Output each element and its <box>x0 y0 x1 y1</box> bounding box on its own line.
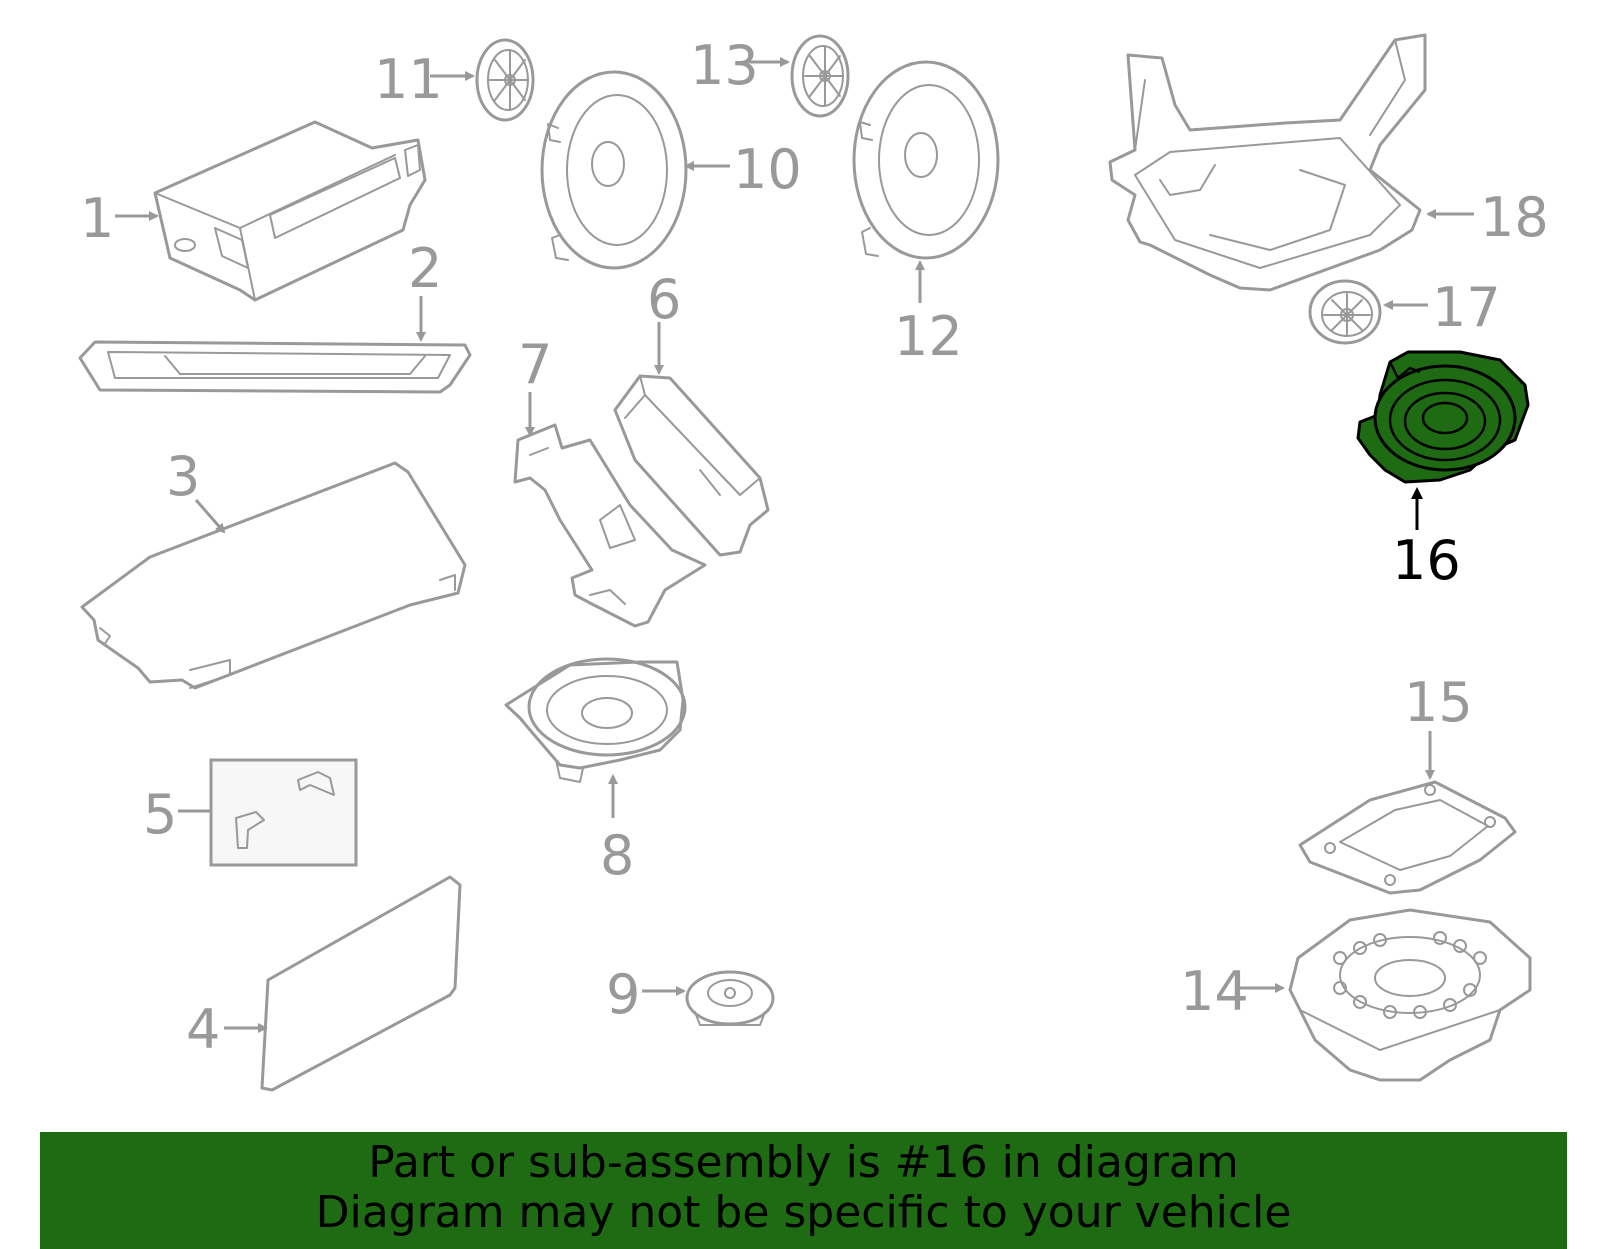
callout-2: 2 <box>408 237 442 300</box>
callout-16: 16 <box>1392 529 1461 592</box>
callout-17: 17 <box>1432 276 1501 339</box>
banner-line-2: Diagram may not be specific to your vehi… <box>315 1187 1292 1238</box>
callout-14: 14 <box>1180 960 1249 1023</box>
part-4-display-panel <box>260 875 462 1092</box>
part-1-head-unit <box>153 120 427 302</box>
callout-7: 7 <box>518 333 552 396</box>
part-5-clips-kit <box>209 758 358 867</box>
part-17-tweeter-grille <box>1308 279 1382 345</box>
callout-11: 11 <box>374 48 443 111</box>
callout-8: 8 <box>600 824 634 887</box>
callout-1: 1 <box>80 187 114 250</box>
part-8-midrange-speaker <box>504 657 687 783</box>
part-7-bracket <box>513 423 707 628</box>
part-11-tweeter-grille <box>475 38 535 122</box>
callout-12: 12 <box>894 305 963 368</box>
callout-4: 4 <box>186 998 220 1061</box>
callout-18: 18 <box>1480 186 1549 249</box>
part-16-speaker-highlighted <box>1356 350 1530 484</box>
part-18-speaker-bracket <box>1108 33 1427 292</box>
callout-9: 9 <box>606 963 640 1026</box>
part-10-door-speaker <box>540 70 688 270</box>
part-15-gasket <box>1298 780 1517 895</box>
part-6-amplifier-module <box>613 374 770 557</box>
info-banner: Part or sub-assembly is #16 in diagram D… <box>40 1132 1567 1249</box>
part-12-door-speaker <box>852 60 1000 260</box>
part-14-subwoofer <box>1288 908 1532 1082</box>
callout-5: 5 <box>143 783 177 846</box>
part-2-trim-strip <box>78 340 472 394</box>
banner-line-1: Part or sub-assembly is #16 in diagram <box>368 1137 1239 1188</box>
callout-3: 3 <box>166 445 200 508</box>
parts-diagram: 1 2 3 4 5 6 7 <box>78 33 1549 1092</box>
callout-10: 10 <box>733 138 802 201</box>
part-3-display-cover <box>80 461 467 690</box>
part-13-tweeter-grille <box>790 34 850 118</box>
callout-6: 6 <box>647 268 681 331</box>
part-9-tweeter <box>685 970 775 1026</box>
callout-13: 13 <box>690 34 759 97</box>
callout-15: 15 <box>1404 671 1473 734</box>
